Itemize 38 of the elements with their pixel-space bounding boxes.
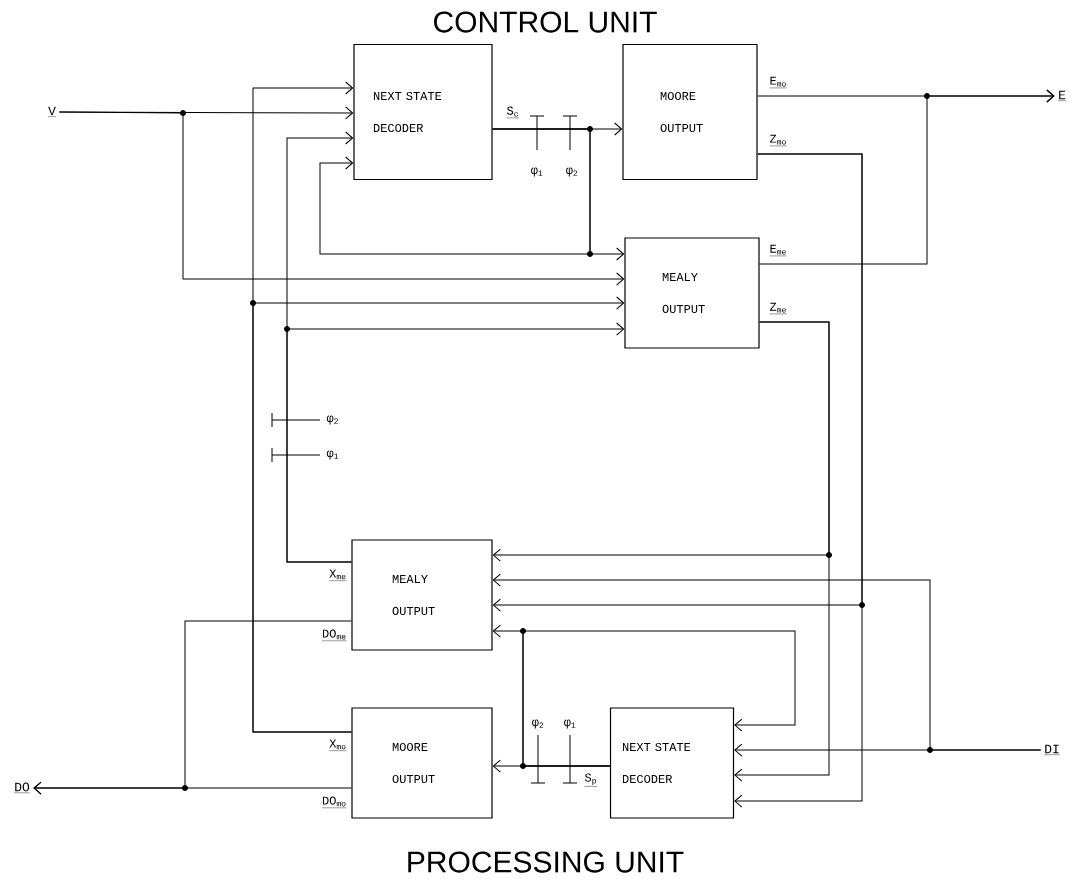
- connector: [252, 296, 625, 733]
- signal-name: S$_{c}$: [506, 106, 520, 119]
- signal-name: DO: [14, 782, 30, 794]
- signal-name: φ$_{1}$: [326, 450, 339, 460]
- connector: [58, 111, 625, 286]
- signal-name: V: [47, 106, 57, 117]
- block-box: NEXT STATE DECODER: [353, 43, 493, 181]
- unit-title: PROCESSING UNIT: [408, 851, 684, 873]
- signal-name: Z$_{me}$: [769, 302, 787, 315]
- connector: [734, 153, 863, 808]
- signal-name: E$_{me}$: [769, 244, 787, 257]
- unit-title: CONTROL UNIT: [434, 11, 657, 33]
- signal-name: φ$_{1}$: [564, 719, 576, 729]
- signal-name: E$_{mo}$: [769, 76, 787, 89]
- connector: [734, 321, 830, 782]
- block-box: MEALY OUTPUT: [351, 539, 493, 651]
- block-box: MEALY OUTPUT: [624, 237, 760, 349]
- signal-name: Z$_{mo}$: [769, 134, 787, 147]
- signal-name: X$_{me}$: [329, 569, 347, 581]
- signal-name: X$_{mo}$: [329, 739, 347, 751]
- connector: [522, 630, 796, 767]
- connector: [33, 781, 352, 795]
- signal-name: φ$_{2}$: [326, 415, 338, 425]
- signal-name: E: [1057, 90, 1067, 101]
- block-box: MOORE OUTPUT: [622, 43, 758, 181]
- signal-name: φ$_{2}$: [532, 719, 544, 729]
- block-box: MOORE OUTPUT: [351, 707, 493, 819]
- connector: [492, 573, 1042, 751]
- signal-name: S$_{p}$: [584, 773, 598, 787]
- connector: [319, 128, 591, 255]
- signal-name: DO$_{mo}$: [321, 796, 347, 809]
- signal-name: φ$_{2}$: [566, 167, 578, 177]
- block-box: NEXT STATE DECODER: [609, 707, 735, 819]
- signal-name: DO$_{me}$: [321, 629, 347, 642]
- signal-name: DI: [1044, 744, 1060, 755]
- connector: [286, 322, 625, 563]
- signal-name: φ$_{1}$: [531, 167, 543, 177]
- connector: [759, 89, 1055, 265]
